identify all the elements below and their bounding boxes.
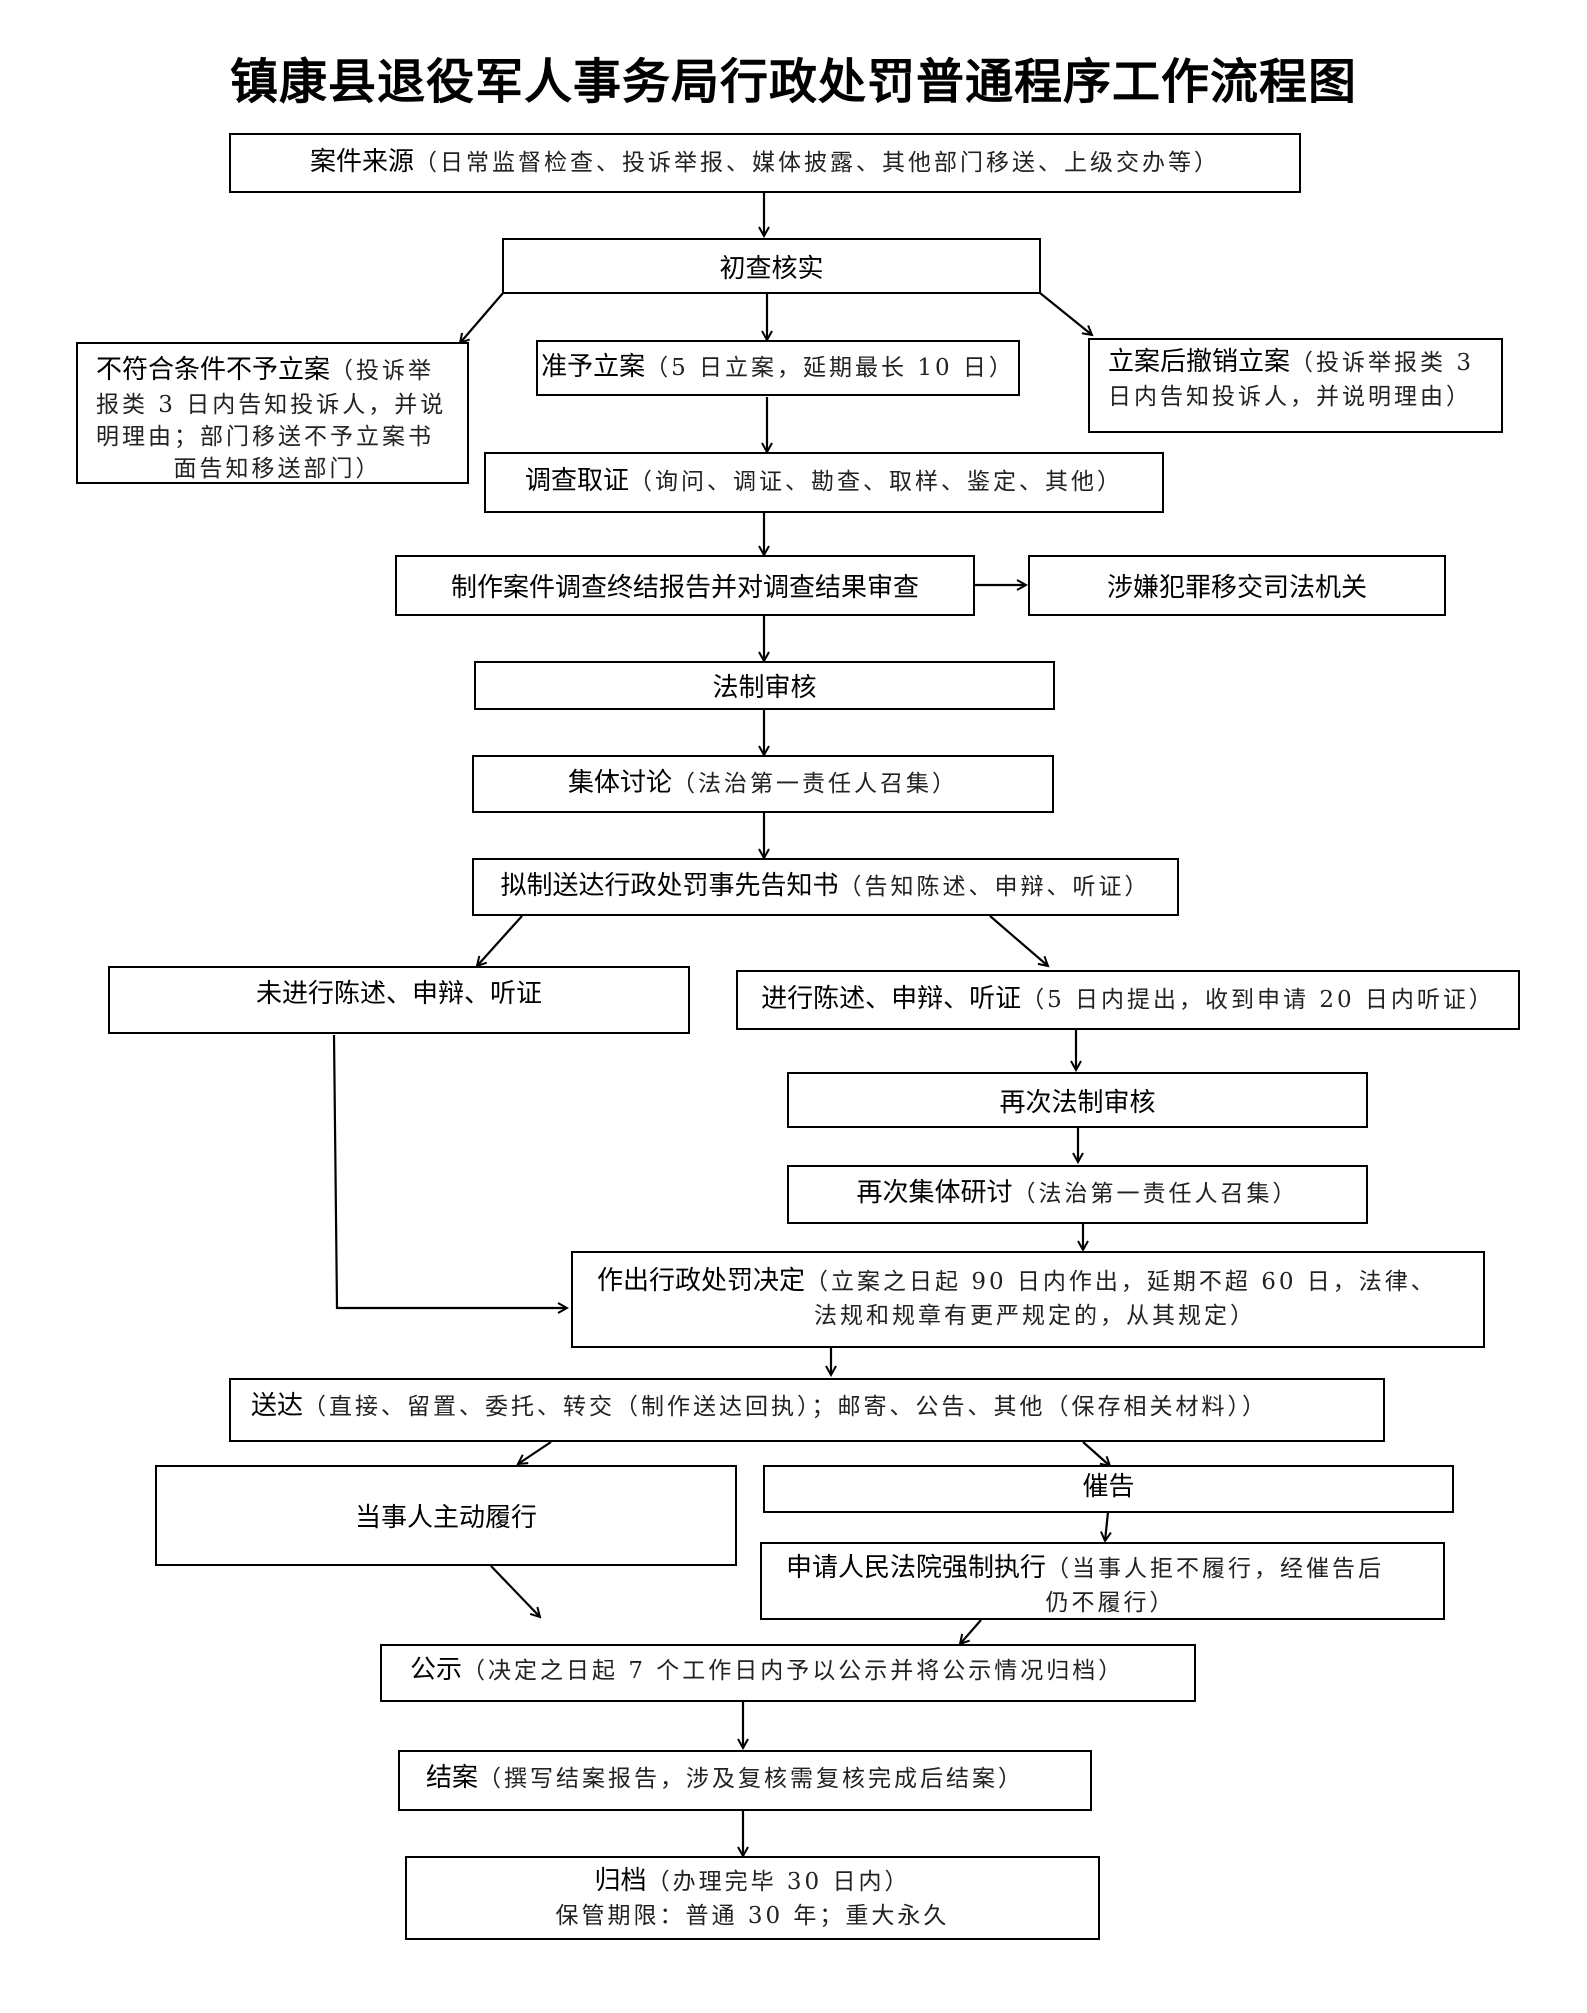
arrow-check-to-notfiled xyxy=(460,292,504,343)
second-discussion-label: 再次集体研讨 xyxy=(856,1178,1013,1208)
court-enforcement-note-1: （当事人拒不履行，经催告后 xyxy=(1046,1556,1385,1582)
second-legal-review-box: 再次法制审核 xyxy=(787,1072,1368,1128)
arrow-check-to-revoked xyxy=(1039,292,1092,335)
delivery-note: （直接、留置、委托、转交（制作送达回执）；邮寄、公告、其他（保存相关材料）） xyxy=(303,1394,1269,1420)
urge-box: 催告 xyxy=(763,1465,1454,1513)
closing-label: 结案 xyxy=(426,1763,479,1793)
arrow-notice-to-hearing xyxy=(989,915,1048,966)
arrow-court-to-publicity xyxy=(960,1619,982,1644)
legal-review-label: 法制审核 xyxy=(712,673,817,703)
judicial-transfer-box: 涉嫌犯罪移交司法机关 xyxy=(1028,555,1446,616)
arrow-urge-to-court xyxy=(1105,1511,1108,1541)
not-filed-note-3: 明理由；部门移送不予立案书 xyxy=(96,424,434,450)
not-filed-note-1: （投诉举 xyxy=(330,358,435,384)
archive-note-2: 保管期限：普通 30 年；重大永久 xyxy=(555,1902,950,1929)
revoked-note-1: （投诉举报类 3 xyxy=(1290,350,1474,376)
delivery-label: 送达 xyxy=(251,1391,304,1421)
investigation-box: 调查取证（询问、调证、勘查、取样、鉴定、其他） xyxy=(484,452,1164,513)
hearing-box: 进行陈述、申辩、听证（5 日内提出，收到申请 20 日内听证） xyxy=(736,970,1520,1030)
not-filed-note-4: 面告知移送部门） xyxy=(173,456,382,482)
preliminary-check-label: 初查核实 xyxy=(719,253,824,284)
judicial-transfer-label: 涉嫌犯罪移交司法机关 xyxy=(1106,573,1367,603)
publicity-label: 公示 xyxy=(410,1655,463,1685)
arrow-delivery-to-urge xyxy=(1082,1441,1110,1466)
group-discussion-box: 集体讨论（法治第一责任人召集） xyxy=(472,755,1054,813)
page-title: 镇康县退役军人事务局行政处罚普通程序工作流程图 xyxy=(229,54,1357,110)
revoked-label: 立案后撤销立案 xyxy=(1108,347,1291,377)
urge-label: 催告 xyxy=(1082,1472,1135,1502)
second-legal-review-label: 再次法制审核 xyxy=(999,1087,1156,1118)
second-discussion-note: （法治第一责任人召集） xyxy=(1012,1181,1299,1207)
archive-box: 归档（办理完毕 30 日内） 保管期限：普通 30 年；重大永久 xyxy=(405,1856,1100,1940)
filed-note: （5 日立案，延期最长 10 日） xyxy=(645,354,1015,381)
arrow-delivery-to-voluntary xyxy=(518,1441,552,1464)
not-filed-box: 不符合条件不予立案（投诉举 报类 3 日内告知投诉人，并说 明理由；部门移送不予… xyxy=(76,342,469,484)
publicity-box: 公示（决定之日起 7 个工作日内予以公示并将公示情况归档） xyxy=(380,1644,1196,1702)
closing-box: 结案（撰写结案报告，涉及复核需复核完成后结案） xyxy=(398,1750,1092,1811)
delivery-box: 送达（直接、留置、委托、转交（制作送达回执）；邮寄、公告、其他（保存相关材料）） xyxy=(229,1378,1385,1442)
prior-notice-label: 拟制送达行政处罚事先告知书 xyxy=(500,870,839,901)
archive-label: 归档 xyxy=(594,1865,647,1896)
decision-note-1: （立案之日起 90 日内作出，延期不超 60 日，法律、 xyxy=(805,1269,1437,1295)
revoked-note-2: 日内告知投诉人，并说明理由） xyxy=(1108,384,1472,410)
hearing-note: （5 日内提出，收到申请 20 日内听证） xyxy=(1021,986,1495,1013)
preliminary-check-box: 初查核实 xyxy=(502,238,1041,294)
group-discussion-note: （法治第一责任人召集） xyxy=(672,770,958,797)
archive-note-1: （办理完毕 30 日内） xyxy=(646,1868,911,1895)
court-enforcement-label: 申请人民法院强制执行 xyxy=(786,1553,1047,1583)
case-source-label: 案件来源 xyxy=(309,146,414,177)
investigation-note: （询问、调证、勘查、取样、鉴定、其他） xyxy=(629,469,1123,495)
hearing-label: 进行陈述、申辩、听证 xyxy=(761,983,1022,1014)
case-source-box: 案件来源（日常监督检查、投诉举报、媒体披露、其他部门移送、上级交办等） xyxy=(229,133,1301,193)
investigation-label: 调查取证 xyxy=(524,466,629,496)
second-discussion-box: 再次集体研讨（法治第一责任人召集） xyxy=(787,1165,1368,1224)
final-report-box: 制作案件调查终结报告并对调查结果审查 xyxy=(395,555,975,616)
closing-note: （撰写结案报告，涉及复核需复核完成后结案） xyxy=(478,1766,1025,1792)
prior-notice-box: 拟制送达行政处罚事先告知书（告知陈述、申辩、听证） xyxy=(472,858,1179,916)
decision-box: 作出行政处罚决定（立案之日起 90 日内作出，延期不超 60 日，法律、 法规和… xyxy=(571,1251,1485,1348)
not-filed-note-2: 报类 3 日内告知投诉人，并说 xyxy=(96,392,447,418)
arrow-notice-to-nohearing xyxy=(477,915,523,966)
no-hearing-box: 未进行陈述、申辩、听证 xyxy=(108,966,690,1034)
publicity-note: （决定之日起 7 个工作日内予以公示并将公示情况归档） xyxy=(462,1658,1125,1684)
prior-notice-note: （告知陈述、申辩、听证） xyxy=(838,873,1151,900)
decision-label: 作出行政处罚决定 xyxy=(597,1266,806,1296)
arrow-voluntary-to-publicity xyxy=(490,1565,540,1617)
case-source-note: （日常监督检查、投诉举报、媒体披露、其他部门移送、上级交办等） xyxy=(414,149,1220,176)
revoked-box: 立案后撤销立案（投诉举报类 3 日内告知投诉人，并说明理由） xyxy=(1088,338,1503,433)
voluntary-box: 当事人主动履行 xyxy=(155,1465,737,1566)
filed-label: 准予立案 xyxy=(541,351,646,382)
filed-box: 准予立案（5 日立案，延期最长 10 日） xyxy=(536,340,1020,396)
court-enforcement-box: 申请人民法院强制执行（当事人拒不履行，经催告后 仍不履行） xyxy=(760,1542,1445,1620)
final-report-label: 制作案件调查终结报告并对调查结果审查 xyxy=(450,573,919,603)
no-hearing-label: 未进行陈述、申辩、听证 xyxy=(255,979,542,1009)
not-filed-label: 不符合条件不予立案 xyxy=(96,355,331,385)
voluntary-label: 当事人主动履行 xyxy=(354,1503,537,1533)
decision-note-2: 法规和规章有更严规定的，从其规定） xyxy=(814,1303,1256,1329)
group-discussion-label: 集体讨论 xyxy=(567,767,672,798)
court-enforcement-note-2: 仍不履行） xyxy=(1045,1590,1176,1616)
arrow-nohearing-to-decision xyxy=(332,1034,567,1308)
legal-review-box: 法制审核 xyxy=(474,661,1055,710)
